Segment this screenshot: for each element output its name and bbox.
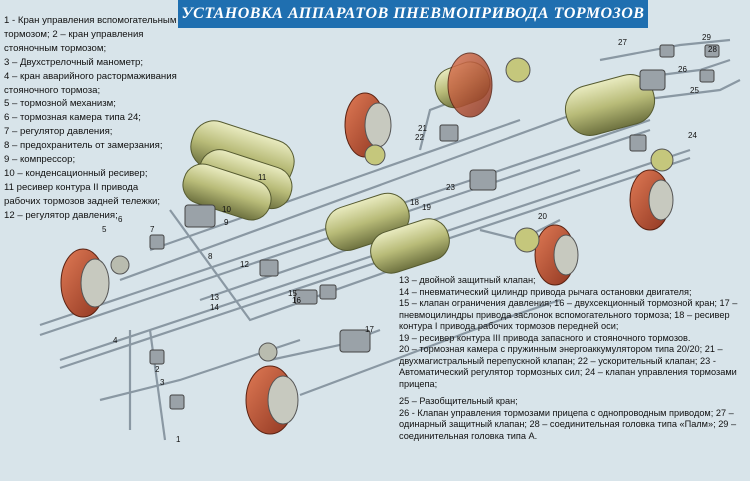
callout-26: 26 [678, 65, 687, 74]
callout-22: 22 [415, 133, 424, 142]
brake-mechanism-rear-left-2 [447, 52, 493, 118]
legend-bottom-line: Автоматический регулятор тормозных сил; … [399, 367, 737, 377]
legend-top-line: 4 – кран аварийного растормаживания [4, 70, 177, 82]
legend-bottom-line: контура I привода рабочих тормозов перед… [399, 321, 619, 331]
legend-top: 1 - Кран управления вспомогательным торм… [4, 14, 184, 223]
brake-mechanism-rear-right-1 [534, 224, 579, 286]
callout-6: 6 [118, 215, 123, 224]
pipe-network [39, 38, 741, 441]
callout-3: 3 [160, 378, 165, 387]
legend-bottom-line: 19 – ресивер контура III привода запасно… [399, 332, 691, 343]
callout-7: 7 [150, 225, 155, 234]
callout-28: 28 [708, 45, 717, 54]
callout-2: 2 [155, 365, 160, 374]
callout-10: 10 [222, 205, 231, 214]
legend-bottom-line: соединительная головка типа А. [399, 430, 538, 441]
valve-cluster [149, 44, 720, 410]
callout-8: 8 [208, 252, 213, 261]
chamber-20-a [505, 57, 531, 83]
callout-5: 5 [102, 225, 107, 234]
chamber-20-b [514, 227, 540, 253]
callout-1: 1 [176, 435, 181, 444]
legend-bottom-line: 14 – пневматический цилиндр привода рыча… [399, 286, 692, 297]
receiver-group-left [182, 120, 295, 221]
brake-mechanism-rear-right-2 [629, 169, 674, 231]
legend-bottom-line: одинарный защитный клапан; 28 – соединит… [399, 419, 737, 429]
legend-top-line: 10 – конденсационный ресивер; [4, 167, 148, 179]
callout-15: 15 [288, 289, 297, 298]
callout-19: 19 [422, 203, 431, 212]
diagram-title: УСТАНОВКА АППАРАТОВ ПНЕВМОПРИВОДА ТОРМОЗ… [178, 0, 648, 28]
receiver-19-lower [370, 218, 450, 274]
legend-bottom-line: 20 – тормозная камера с пружинным энерго… [399, 344, 723, 354]
receiver-19 [564, 74, 656, 136]
legend-bottom-line: пневмоцилиндры привода заслонок вспомога… [399, 309, 730, 320]
legend-bottom-line: прицепа; [399, 378, 438, 389]
callout-16: 16 [292, 296, 301, 305]
brake-mechanism-rear-left-1 [245, 365, 299, 435]
legend-bottom-line: 13 – двойной защитный клапан; [399, 275, 536, 285]
callout-13: 13 [210, 293, 219, 302]
legend-top-line: стояночного тормоза; [4, 84, 101, 96]
callout-9: 9 [224, 218, 229, 227]
chamber-20-c [650, 148, 674, 172]
legend-top-line: 8 – предохранитель от замерзания; [4, 140, 163, 152]
callout-18: 18 [410, 198, 419, 207]
brake-mechanism-front-right [344, 92, 392, 158]
legend-bottom-line: 26 - Клапан управления тормозами прицепа… [399, 407, 734, 418]
legend-top-line: тормозом; 2 – кран управления [4, 28, 144, 40]
brake-mechanism-front-left [60, 248, 110, 318]
callout-11: 11 [258, 173, 267, 182]
legend-bottom: 13 – двойной защитный клапан; 14 – пневм… [399, 275, 749, 442]
legend-top-line: 6 – тормозная камера типа 24; [4, 112, 141, 124]
callout-25: 25 [690, 86, 699, 95]
legend-top-line: 5 – тормозной механизм; [4, 98, 116, 110]
callout-17: 17 [365, 325, 374, 334]
callout-29: 29 [702, 33, 711, 42]
legend-top-line: 1 - Кран управления вспомогательным [4, 15, 177, 26]
callout-4: 4 [113, 336, 118, 345]
chamber-20-d [364, 144, 386, 166]
legend-top-line: стояночным тормозом; [4, 42, 107, 54]
legend-top-line: 11 ресивер контура II привода [4, 181, 139, 193]
callout-14: 14 [210, 303, 219, 312]
callout-20: 20 [538, 212, 547, 221]
legend-top-line: рабочих тормозов задней тележки; [4, 195, 161, 207]
callout-21: 21 [418, 124, 427, 133]
callout-12: 12 [240, 260, 249, 269]
chamber-6-a [110, 255, 130, 275]
callout-23: 23 [446, 183, 455, 192]
callout-24: 24 [688, 131, 697, 140]
callout-27: 27 [618, 38, 627, 47]
legend-top-line: 12 – регулятор давления; [4, 209, 118, 221]
legend-top-line: 9 – компрессор; [4, 154, 76, 166]
legend-top-line: 3 – Двухстрелочный манометр; [4, 56, 144, 68]
legend-bottom-line: 25 – Разобщительный кран; [399, 396, 518, 406]
legend-bottom-line: 15 – клапан ограничения давления; 16 – д… [399, 298, 738, 308]
callout-labels: 1 2 3 4 5 6 7 8 9 10 11 12 13 14 15 16 1… [102, 33, 717, 444]
legend-top-line: 7 – регулятор давления; [4, 126, 113, 138]
chamber-6-b [258, 342, 278, 362]
legend-bottom-line: двухмагистральный перепускной клапан; 22… [399, 355, 716, 366]
